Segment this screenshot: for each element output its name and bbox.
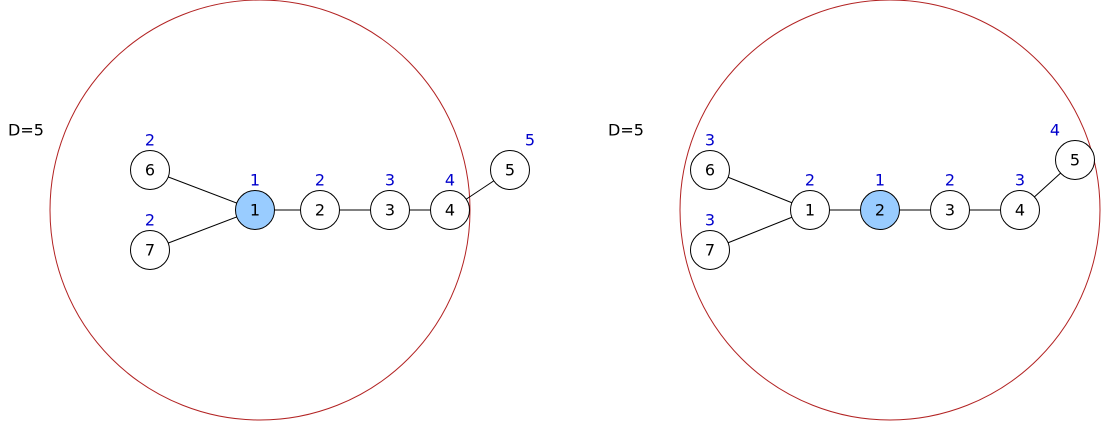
distance-label: 2: [805, 171, 815, 190]
node-label: 1: [250, 201, 260, 220]
graph-node-1: 1 1: [235, 171, 275, 230]
node-circle-highlighted: [860, 190, 900, 230]
distance-label: 2: [145, 211, 155, 230]
node-label: 6: [145, 161, 155, 180]
node-circle: [130, 150, 170, 190]
distance-label: 1: [250, 171, 260, 190]
graph-node-7: 7 3: [690, 211, 730, 270]
distance-label: 2: [315, 171, 325, 190]
node-label: 5: [1070, 151, 1080, 170]
node-label: 2: [875, 201, 885, 220]
node-circle: [930, 190, 970, 230]
node-label: 2: [315, 201, 325, 220]
node-circle: [690, 230, 730, 270]
node-circle: [790, 190, 830, 230]
graph-node-1: 1 2: [790, 171, 830, 230]
graph-node-3: 3 3: [370, 171, 410, 230]
distance-label: 4: [1050, 121, 1060, 140]
graph-node-2: 2 2: [300, 171, 340, 230]
distance-label: 4: [445, 171, 455, 190]
boundary-circle: [679, 0, 1101, 421]
graph-node-3: 3 2: [930, 171, 970, 230]
node-circle: [300, 190, 340, 230]
distance-label: 3: [705, 211, 715, 230]
diameter-label: D=5: [8, 121, 44, 140]
node-label: 7: [705, 241, 715, 260]
node-label: 3: [385, 201, 395, 220]
node-label: 3: [945, 201, 955, 220]
node-circle-highlighted: [235, 190, 275, 230]
panel-left: D=5 6 2 7 2 1 1 2 2: [8, 0, 535, 421]
node-label: 5: [505, 161, 515, 180]
node-circle: [1055, 140, 1095, 180]
distance-label: 2: [145, 131, 155, 150]
graph-node-6: 6 3: [690, 131, 730, 190]
distance-label: 5: [525, 131, 535, 150]
node-label: 7: [145, 241, 155, 260]
node-circle: [490, 150, 530, 190]
distance-label: 3: [705, 131, 715, 150]
graph-node-4: 4 4: [430, 171, 470, 230]
node-circle: [430, 190, 470, 230]
graph-node-7: 7 2: [130, 211, 170, 270]
panel-right: D=5 6 3 7 3 1 2 2 1: [608, 0, 1101, 421]
diameter-label: D=5: [608, 121, 644, 140]
distance-label: 3: [1015, 171, 1025, 190]
node-label: 4: [445, 201, 455, 220]
node-label: 6: [705, 161, 715, 180]
graph-node-5: 5 4: [1050, 121, 1095, 180]
node-label: 4: [1015, 201, 1025, 220]
node-circle: [690, 150, 730, 190]
distance-label: 3: [385, 171, 395, 190]
node-circle: [1000, 190, 1040, 230]
node-label: 1: [805, 201, 815, 220]
graph-node-6: 6 2: [130, 131, 170, 190]
node-circle: [370, 190, 410, 230]
graph-node-4: 4 3: [1000, 171, 1040, 230]
distance-label: 2: [945, 171, 955, 190]
graph-node-5: 5 5: [490, 131, 535, 190]
distance-label: 1: [875, 171, 885, 190]
graph-node-2: 2 1: [860, 171, 900, 230]
node-circle: [130, 230, 170, 270]
